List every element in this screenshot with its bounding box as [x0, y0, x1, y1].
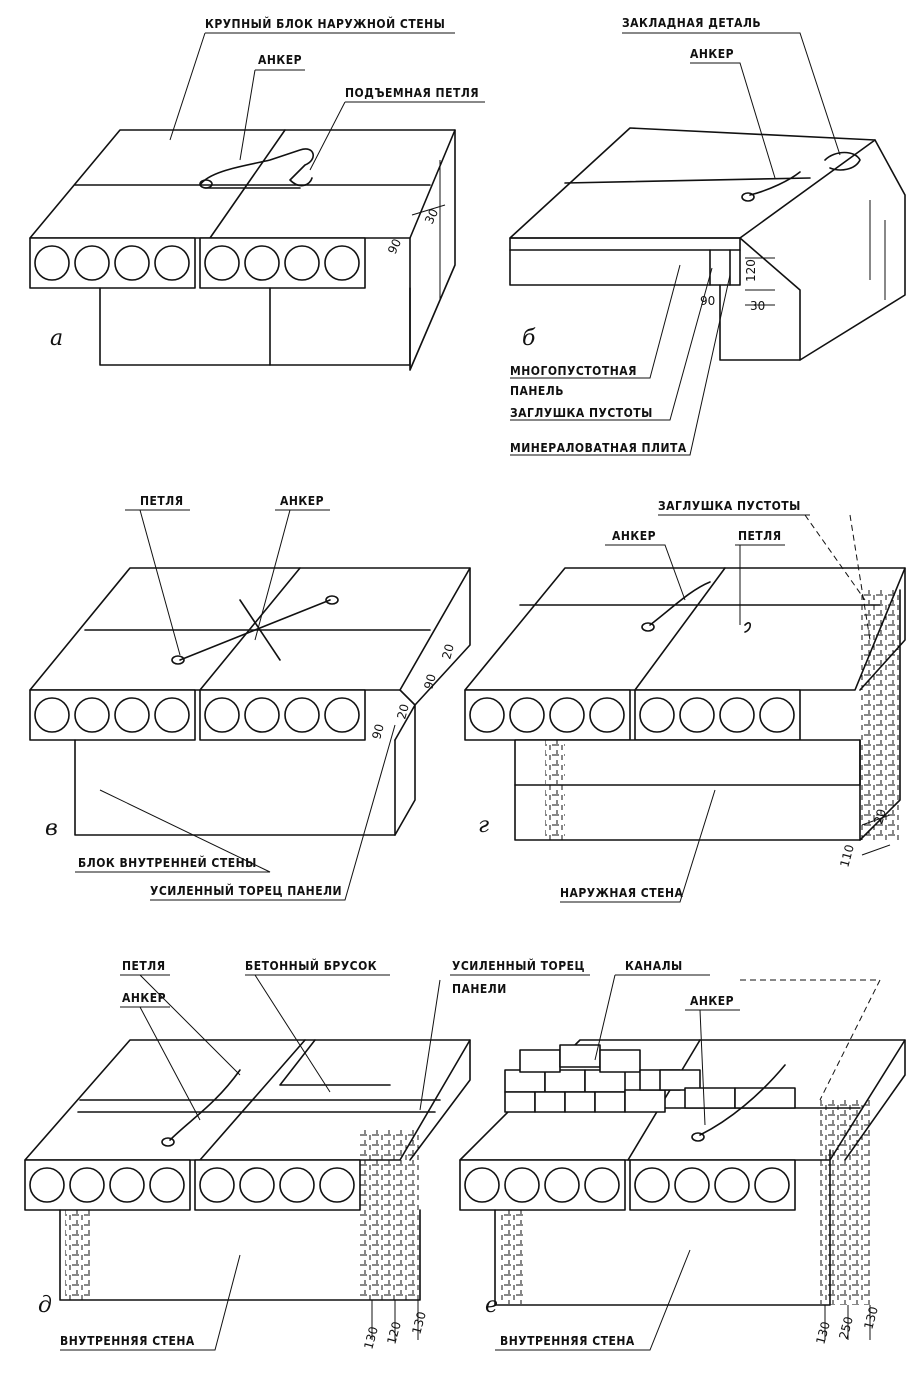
label-g-outer-wall: НАРУЖНАЯ СТЕНА — [560, 886, 684, 900]
dim-g-110: 110 — [837, 843, 856, 869]
panel-d: ПЕТЛЯ АНКЕР БЕТОННЫЙ БРУСОК УСИЛЕННЫЙ ТО… — [24, 958, 590, 1351]
label-d-anchor: АНКЕР — [122, 991, 166, 1005]
panel-g: ЗАГЛУШКА ПУСТОТЫ АНКЕР ПЕТЛЯ НАРУЖНАЯ СТ… — [464, 499, 906, 903]
label-v-inner-block: БЛОК ВНУТРЕННЕЙ СТЕНЫ — [78, 855, 257, 870]
label-e-inner-wall: ВНУТРЕННЯЯ СТЕНА — [500, 1334, 635, 1348]
panel-e: КАНАЛЫ АНКЕР ВНУТРЕННЯЯ СТЕНА 130 250 13… — [459, 959, 906, 1351]
panel-v-letter: в — [45, 816, 58, 841]
panel-b: ЗАКЛАДНАЯ ДЕТАЛЬ АНКЕР МНОГОПУСТОТНАЯ ПА… — [509, 16, 906, 456]
channel-blocks — [504, 1044, 796, 1113]
label-b-embedded: ЗАКЛАДНАЯ ДЕТАЛЬ — [622, 16, 761, 30]
dim-v-90b: 90 — [369, 722, 386, 740]
dim-e-250: 250 — [836, 1315, 855, 1341]
dim-v-90a: 90 — [421, 672, 438, 690]
label-b-mineral-slab: МИНЕРАЛОВАТНАЯ ПЛИТА — [510, 441, 687, 455]
dim-a-90: 90 — [385, 237, 404, 257]
label-g-void-plug: ЗАГЛУШКА ПУСТОТЫ — [658, 499, 801, 513]
panel-v: ПЕТЛЯ АНКЕР БЛОК ВНУТРЕННЕЙ СТЕНЫ УСИЛЕН… — [29, 494, 471, 901]
dim-b-90: 90 — [700, 294, 715, 308]
dim-b-30: 30 — [750, 299, 765, 313]
label-e-anchor: АНКЕР — [690, 994, 734, 1008]
label-e-channels: КАНАЛЫ — [625, 959, 683, 973]
label-b-anchor: АНКЕР — [690, 47, 734, 61]
dim-a-30: 30 — [422, 207, 441, 227]
label-d-reinforced-end-1: УСИЛЕННЫЙ ТОРЕЦ — [452, 958, 585, 973]
dim-d-120: 120 — [384, 1320, 403, 1346]
label-v-reinforced-end: УСИЛЕННЫЙ ТОРЕЦ ПАНЕЛИ — [150, 883, 342, 898]
label-a-lift-loop: ПОДЪЕМНАЯ ПЕТЛЯ — [345, 86, 479, 100]
dim-e-130b: 130 — [861, 1305, 880, 1331]
label-d-reinforced-end-2: ПАНЕЛИ — [452, 982, 507, 996]
label-b-hollow-panel-2: ПАНЕЛЬ — [510, 384, 564, 398]
label-a-anchor: АНКЕР — [258, 53, 302, 67]
label-g-loop: ПЕТЛЯ — [738, 529, 782, 543]
panel-a: КРУПНЫЙ БЛОК НАРУЖНОЙ СТЕНЫ АНКЕР ПОДЪЕМ… — [29, 16, 485, 371]
label-g-anchor: АНКЕР — [612, 529, 656, 543]
label-d-inner-wall: ВНУТРЕННЯЯ СТЕНА — [60, 1334, 195, 1348]
dim-v-20a: 20 — [439, 642, 456, 660]
label-v-anchor: АНКЕР — [280, 494, 324, 508]
panel-d-letter: д — [38, 1293, 52, 1318]
panel-b-letter: б — [522, 326, 536, 351]
panel-g-letter: г — [478, 813, 489, 838]
dim-d-130b: 130 — [409, 1310, 428, 1336]
label-d-loop: ПЕТЛЯ — [122, 959, 166, 973]
dim-v-20b: 20 — [394, 702, 411, 720]
dim-e-130a: 130 — [813, 1320, 832, 1346]
label-d-concrete-bar: БЕТОННЫЙ БРУСОК — [245, 958, 377, 973]
dim-d-130a: 130 — [361, 1325, 380, 1351]
dim-g-20: 20 — [871, 807, 888, 825]
dim-b-120: 120 — [744, 259, 758, 282]
label-b-void-plug: ЗАГЛУШКА ПУСТОТЫ — [510, 406, 653, 420]
label-b-hollow-panel-1: МНОГОПУСТОТНАЯ — [510, 364, 637, 378]
panel-e-letter: е — [485, 1293, 498, 1318]
label-a-outer-block: КРУПНЫЙ БЛОК НАРУЖНОЙ СТЕНЫ — [205, 16, 445, 31]
label-v-loop: ПЕТЛЯ — [140, 494, 184, 508]
panel-a-letter: а — [50, 326, 63, 351]
